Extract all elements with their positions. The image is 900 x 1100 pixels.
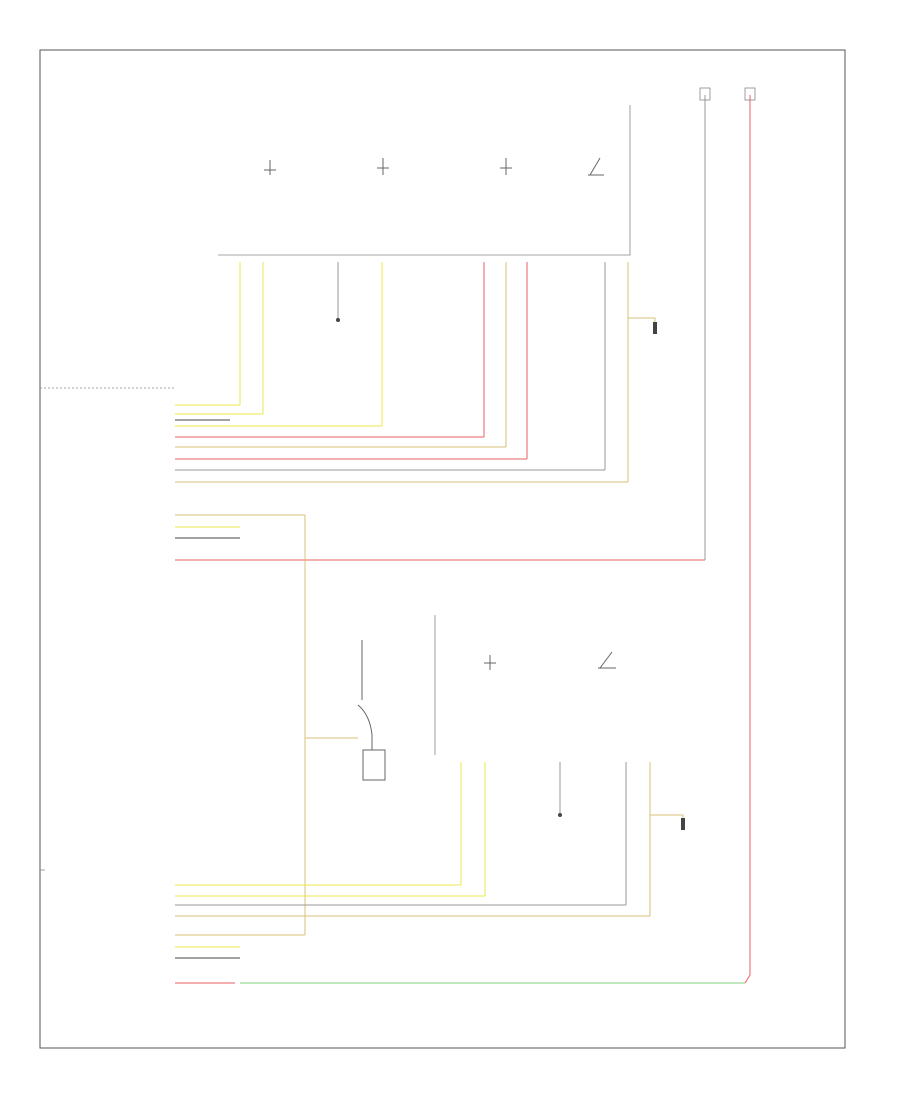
switch-symbol	[484, 655, 496, 670]
relay-body	[362, 749, 386, 781]
lower-module	[40, 869, 751, 984]
diagram-frame	[39, 49, 846, 1049]
switch-symbol	[264, 160, 276, 175]
upper-switch-assembly	[218, 105, 657, 482]
fuse	[699, 87, 711, 101]
wire-red	[744, 974, 751, 984]
upper-module	[40, 387, 705, 561]
switch-symbol	[377, 158, 389, 175]
fuse	[744, 87, 756, 101]
upper-switch-housing	[218, 105, 631, 256]
ground-point	[558, 813, 562, 817]
wire-tan	[628, 317, 656, 330]
ground-connector	[681, 818, 685, 830]
relay-lead	[357, 704, 373, 750]
switch-symbol	[500, 158, 512, 175]
switch-symbol	[598, 651, 616, 669]
lower-switch-assembly	[434, 615, 685, 916]
switch-symbol	[588, 157, 604, 176]
ground-connector	[653, 322, 657, 334]
fuse-block	[699, 87, 756, 975]
ground-point	[336, 318, 340, 322]
relay	[357, 640, 386, 781]
wire-tan	[650, 814, 684, 825]
